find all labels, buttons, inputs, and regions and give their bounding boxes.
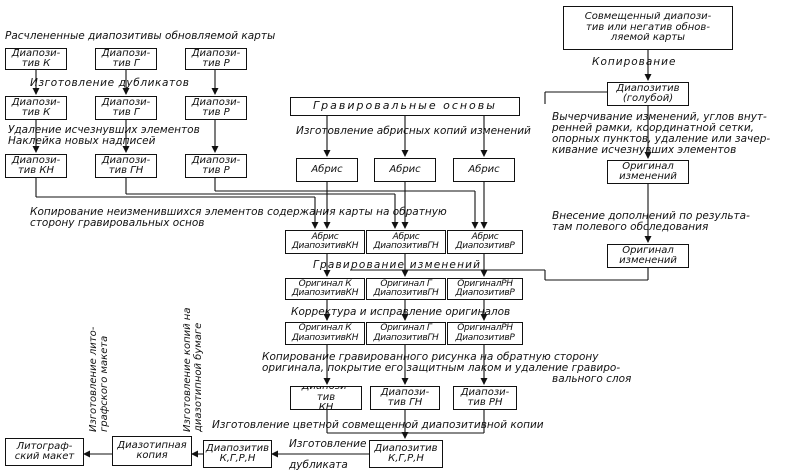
- box-abris-2: Абрис: [374, 158, 436, 182]
- box-diap-gn-final: Диапози- тив ГН: [370, 386, 440, 410]
- box-abris-1: Абрис: [296, 158, 358, 182]
- label-razchlen: Расчлененные диапозитивы обновляемой кар…: [5, 30, 276, 42]
- box-orig-izm-2: Оригинал изменений: [607, 244, 689, 268]
- label-grav-izm: Гравирование изменений: [313, 259, 482, 271]
- label-korrektura: Корректура и исправление оригиналов: [291, 306, 511, 318]
- label-storonu: сторону гравировальных основ: [30, 217, 205, 229]
- box-diap-kgrn-center: Диапозитив К,Г,Р,Н: [369, 440, 443, 468]
- box-diapozitiv-k-2: Диапози- тив К: [5, 96, 67, 120]
- box-diapozitiv-g-2: Диапози- тив Г: [95, 96, 157, 120]
- label-kopirovanie-neizm: Копирование неизменившихся элементов сод…: [30, 206, 447, 218]
- box-abris-3: Абрис: [453, 158, 515, 182]
- box-diapozitiv-r-2: Диапози- тив Р: [185, 96, 247, 120]
- box-grav-osnovy: Гравировальные основы: [290, 97, 520, 116]
- box-diap-kgrn-left: Диапозитив К,Г,Р,Н: [203, 440, 272, 468]
- label-izg-abris: Изготовление абрисных копий изменений: [296, 125, 531, 137]
- label-izg-dubl: Изготовление дубликатов: [30, 77, 190, 89]
- box-diazo-kopiya: Диазотипная копия: [112, 436, 192, 466]
- label-vnesenie: Внесение дополнений по результа- там пол…: [552, 210, 750, 233]
- box-diapozitiv-g-1: Диапози- тив Г: [95, 48, 157, 70]
- label-izg-lito: Изготовление лито- графского макета: [88, 326, 110, 432]
- box-litograf-maket: Литограф- ский макет: [5, 438, 84, 466]
- box-diap-goluboy: Диапозитив (голубой): [607, 82, 689, 106]
- box-orig-rn-2: ОригиналРН ДиапозитивР: [447, 322, 523, 345]
- box-abris-diap-gn: Абрис ДиапозитивГН: [366, 230, 446, 254]
- box-orig-g-1: Оригинал Г ДиапозитивГН: [366, 278, 446, 300]
- box-diapozitiv-r-3: Диапози- тив Р: [185, 154, 247, 178]
- box-diapozitiv-kn: Диапози- тив КН: [5, 154, 67, 178]
- label-valnogo: вального слоя: [552, 373, 632, 385]
- label-kopirovanie: Копирование: [592, 56, 677, 68]
- box-orig-g-2: Оригинал Г ДиапозитивГН: [366, 322, 446, 345]
- box-abris-diap-r: Абрис ДиапозитивР: [447, 230, 523, 254]
- box-diapozitiv-r-1: Диапози- тив Р: [185, 48, 247, 70]
- label-vychercivanie: Вычерчивание изменений, углов внут- ренн…: [552, 111, 771, 156]
- box-diapozitiv-gn: Диапози- тив ГН: [95, 154, 157, 178]
- box-abris-diap-kn: Абрис ДиапозитивКН: [285, 230, 365, 254]
- box-orig-izm-1: Оригинал изменений: [607, 160, 689, 184]
- label-dublikata: дубликата: [289, 459, 348, 471]
- box-orig-rn-1: ОригиналРН ДиапозитивР: [447, 278, 523, 300]
- box-diap-rn-final: Диапози- тив РН: [453, 386, 517, 410]
- label-originala: оригинала, покрытие его защитным лаком и…: [262, 362, 621, 374]
- label-udalenie: Удаление исчезнувших элементов: [8, 124, 200, 136]
- box-sovmesh-diap: Совмещенный диапози- тив или негатив обн…: [563, 6, 733, 50]
- label-kopirovanie-grav: Копирование гравированного рисунка на об…: [262, 351, 599, 363]
- box-diapozitiv-k-1: Диапози- тив К: [5, 48, 67, 70]
- box-orig-k-1: Оригинал К ДиапозитивКН: [285, 278, 365, 300]
- label-izg-cvet: Изготовление цветной совмещенной диапози…: [212, 419, 544, 431]
- label-izg-kopiy: Изготовление копий на диазотипной бумаге: [182, 307, 204, 432]
- box-diap-kn-final: Диапози- тив КН: [290, 386, 362, 410]
- label-nakleika: Наклейка новых надписей: [8, 135, 156, 147]
- label-izgotovlenie: Изготовление: [289, 438, 367, 450]
- box-orig-k-2: Оригинал К ДиапозитивКН: [285, 322, 365, 345]
